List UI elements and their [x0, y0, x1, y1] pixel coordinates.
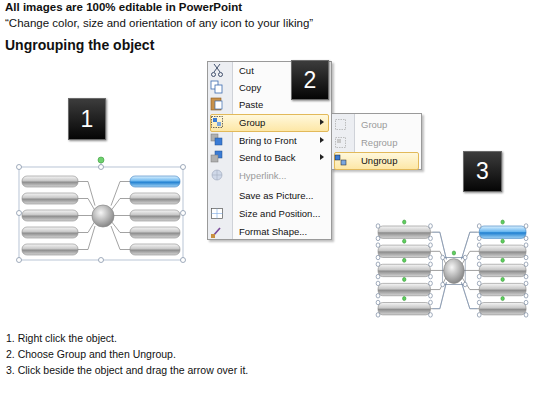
group-icon: [212, 117, 223, 128]
menu-item: Save as Picture...: [239, 190, 313, 202]
paste-icon: [211, 98, 222, 110]
format-shape-icon: [211, 228, 220, 238]
submenu-icons: [335, 120, 346, 166]
slide-title: Ungrouping the object: [5, 37, 154, 53]
shape-handles: [477, 258, 528, 279]
connector-handles: [432, 232, 477, 309]
shape-handles: [376, 297, 432, 318]
menu-item: Bring to Front: [239, 135, 297, 147]
menu-item: Regroup: [361, 137, 397, 149]
object-drawing: [22, 176, 180, 255]
bring-front-icon: [211, 134, 222, 145]
shape-handles: [376, 258, 432, 279]
menu-item: Size and Position...: [239, 208, 320, 220]
callout-number: 3: [476, 160, 489, 183]
menu-highlight: [210, 114, 329, 132]
callout-number: 1: [81, 108, 94, 131]
selection-frame: [443, 258, 465, 285]
size-position-icon: [212, 209, 223, 219]
callout-box: 2: [291, 60, 329, 100]
menu-item: Group: [361, 119, 387, 131]
callout-box: 3: [463, 151, 502, 192]
menu-item: Ungroup: [361, 155, 397, 167]
menu-item: Hyperlink...: [239, 170, 287, 182]
object-drawing: [378, 226, 526, 315]
shape-handles: [477, 220, 528, 241]
callout-box: 1: [68, 98, 106, 140]
shape-handles: [376, 277, 432, 298]
header-text: All images are 100% editable in PowerPoi…: [5, 1, 242, 13]
shape-handles: [477, 297, 528, 318]
shape-handles: [477, 239, 528, 260]
instruction-text: 1. Right click the object.: [6, 332, 117, 344]
menu-item: Copy: [239, 82, 261, 94]
instruction-text: 3. Click beside the object and drag the …: [6, 364, 248, 376]
submenu-arrows: [320, 119, 324, 160]
menu-highlight: [334, 152, 419, 170]
hyperlink-icon: [212, 170, 222, 180]
menu-item: Format Shape...: [239, 226, 307, 238]
grouped-object: [17, 157, 186, 263]
ungrouped-object: [376, 220, 528, 317]
menu-item: Group: [239, 117, 265, 129]
menu-item: Paste: [239, 99, 263, 111]
callout-number: 2: [304, 69, 317, 92]
context-menu: CutCopyPasteGroupBring to FrontSend to B…: [207, 61, 332, 240]
submenu: GroupRegroupUngroup: [331, 113, 422, 170]
instruction-text: 2. Choose Group and then Ungroup.: [6, 348, 176, 360]
copy-icon: [211, 81, 222, 93]
selection-handles: [17, 165, 186, 263]
cut-icon: [212, 64, 223, 77]
header-text: “Change color, size and orientation of a…: [5, 17, 313, 29]
send-back-icon: [211, 151, 222, 162]
selection-frame: [19, 167, 183, 260]
rotation-handle: [98, 157, 104, 163]
shape-handles: [477, 277, 528, 298]
menu-item: Cut: [239, 65, 254, 77]
menu-item: Send to Back: [239, 152, 296, 164]
shape-handles: [376, 220, 432, 241]
shape-handles: [441, 251, 467, 287]
shape-handles: [376, 239, 432, 260]
